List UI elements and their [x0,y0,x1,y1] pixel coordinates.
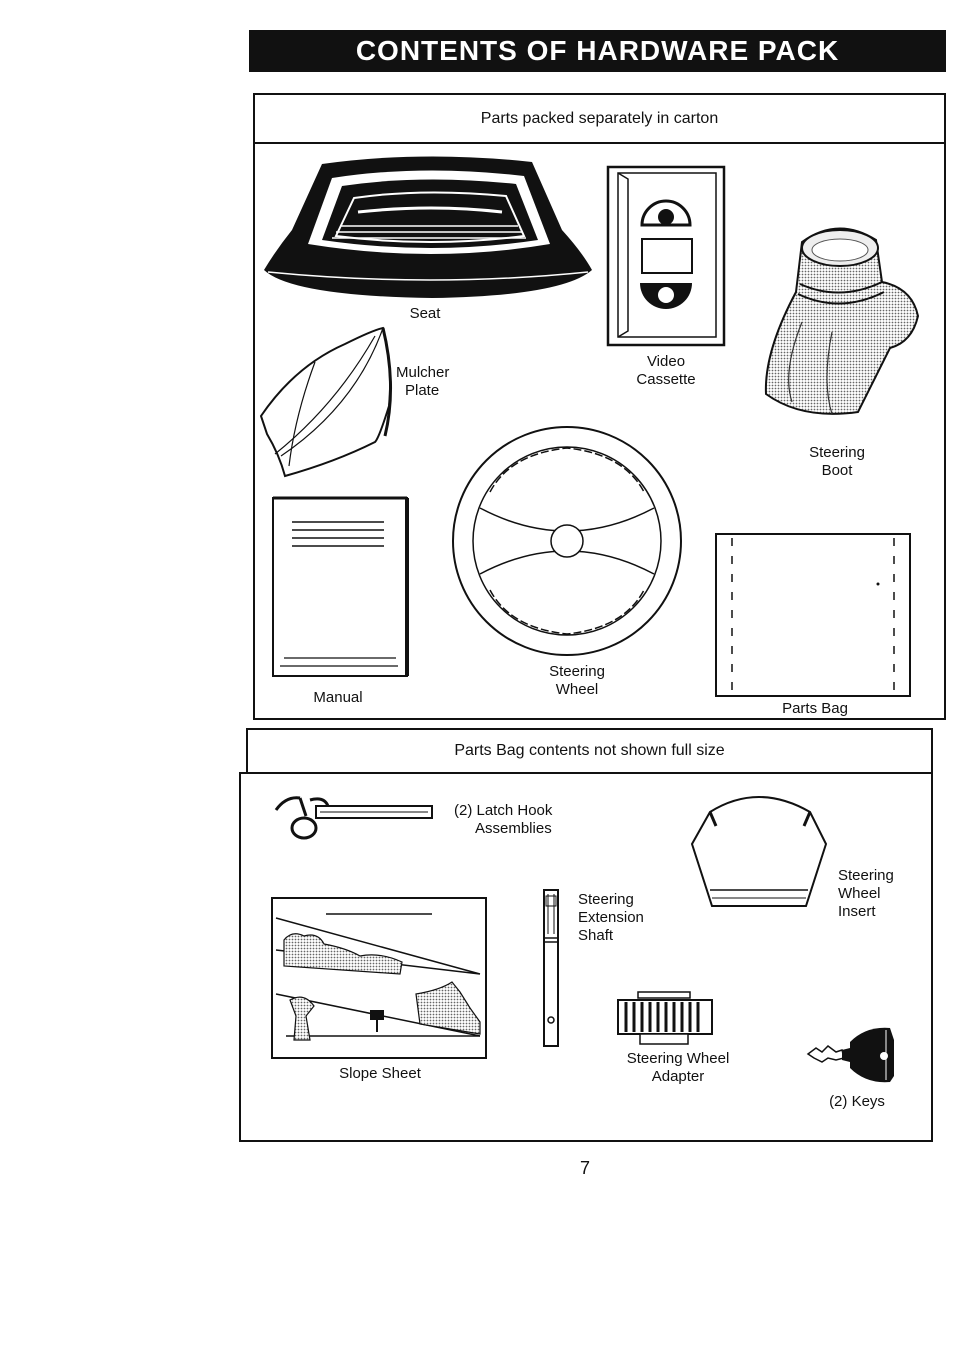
mulcher-plate-label: Mulcher Plate [396,364,450,399]
seat-label: Seat [409,305,441,322]
steering-extension-shaft-label: Steering Extension Shaft [578,891,644,944]
seat-illustration [264,156,592,298]
latch-hook-label: (2) Latch Hook Assemblies [454,802,553,837]
steering-wheel-label: Steering Wheel [549,663,605,698]
parts-bag-contents-section: Parts Bag contents not shown full size [246,728,933,774]
video-cassette-label: Video Cassette [636,353,696,388]
manual-illustration [272,496,409,677]
steering-wheel-adapter-label: Steering Wheel Adapter [626,1050,730,1085]
parts-bag-contents-box [239,772,933,1142]
carton-parts-section: Parts packed separately in carton [253,93,946,720]
steering-extension-shaft-illustration [543,889,559,1047]
mulcher-plate-illustration [259,326,393,478]
steering-boot-label: Steering Boot [809,444,865,479]
slope-sheet-illustration [271,897,487,1059]
slope-sheet-label: Slope Sheet [339,1065,421,1082]
manual-label: Manual [313,689,363,706]
steering-wheel-insert-illustration [690,796,828,907]
parts-bag-contents-heading: Parts Bag contents not shown full size [454,742,725,759]
steering-wheel-insert-label: Steering Wheel Insert [838,867,894,920]
parts-bag-label: Parts Bag [782,700,848,717]
steering-wheel-illustration [452,426,682,656]
carton-parts-heading: Parts packed separately in carton [255,95,944,144]
latch-hook-illustration [274,796,433,840]
page-number: 7 [579,1158,590,1178]
video-cassette-illustration [606,165,726,347]
parts-bag-illustration [715,533,911,697]
key-icon [806,1027,894,1083]
page-title: CONTENTS OF HARDWARE PACK [249,30,946,72]
keys-label: (2) Keys [829,1093,885,1110]
steering-boot-illustration [764,227,920,415]
steering-wheel-adapter-illustration [617,991,713,1045]
